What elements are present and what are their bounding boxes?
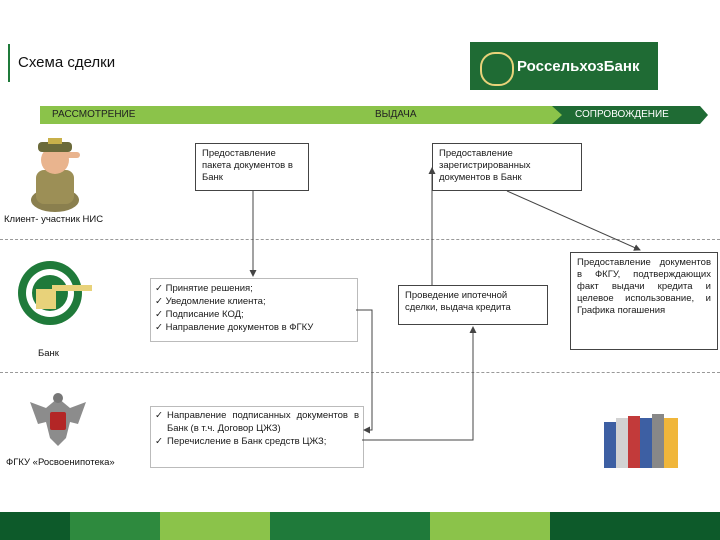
rshb-logo-icon xyxy=(18,261,92,325)
footer-stripe-5 xyxy=(430,512,550,540)
fgku-step-1: ✓Направление подписанных документов в Ба… xyxy=(155,410,359,434)
bank-step-2-text: Уведомление клиента; xyxy=(165,296,266,307)
fgku-steps-box: ✓Направление подписанных документов в Ба… xyxy=(150,406,364,468)
phase-review-label: РАССМОТРЕНИЕ xyxy=(52,109,136,120)
title-bar xyxy=(8,44,138,82)
bank-step-4-text: Направление документов в ФГКУ xyxy=(165,322,314,333)
arrow-registered-to-fgku-docs xyxy=(506,190,641,251)
footer-stripe-3 xyxy=(160,512,270,540)
fgku-step-1-text: Направление подписанных документов в Бан… xyxy=(167,410,359,434)
bank-step-4: ✓ Направление документов в ФГКУ xyxy=(155,322,314,333)
phase-arrow-review xyxy=(40,106,350,124)
bank-step-3: ✓ Подписание КОД; xyxy=(155,309,244,320)
box-registered: Предоставление зарегистрированных докуме… xyxy=(432,143,582,191)
phase-bar xyxy=(40,106,708,124)
page-title: Схема сделки xyxy=(18,54,116,71)
fgku-step-2-text: Перечисление в Банк средств ЦЖЗ; xyxy=(167,436,327,447)
bank-step-3-text: Подписание КОД; xyxy=(165,309,244,320)
phase-arrow-support xyxy=(552,106,708,124)
phase-support-label: СОПРОВОЖДЕНИЕ xyxy=(575,109,669,120)
phase-arrow-issue xyxy=(330,106,570,124)
footer-stripe-6 xyxy=(550,512,720,540)
lane-fgku-label: ФГКУ «Росвоенипотека» xyxy=(6,457,115,468)
bank-step-2: ✓ Уведомление клиента; xyxy=(155,296,266,307)
arrow-bank-to-fgku xyxy=(356,309,373,434)
phase-issue-label: ВЫДАЧА xyxy=(375,109,417,120)
footer-stripe-2 xyxy=(70,512,160,540)
box-mortgage: Проведение ипотечной сделки, выдача кред… xyxy=(398,285,548,325)
lane-separator-client xyxy=(0,239,720,240)
footer-stripe-1 xyxy=(0,512,70,540)
lane-separator-bank xyxy=(0,372,720,373)
box-fgku-docs: Предоставление документов в ФКГУ, подтве… xyxy=(570,252,718,350)
bank-step-1: ✓ Принятие решения; xyxy=(155,283,253,294)
footer-stripe-4 xyxy=(270,512,430,540)
box-package: Предоставление пакета документов в Банк xyxy=(195,143,309,191)
binders-icon xyxy=(604,414,678,468)
fgku-step-2: ✓Перечисление в Банк средств ЦЖЗ; xyxy=(151,435,363,448)
arrow-fgku-to-mortgage xyxy=(362,326,477,441)
bank-step-1-text: Принятие решения; xyxy=(165,283,253,294)
eagle-emblem-icon xyxy=(30,393,86,446)
soldier-figure-icon xyxy=(31,138,80,212)
bank-logo-text: РоссельхозБанк xyxy=(517,58,640,75)
lane-bank-label: Банк xyxy=(38,348,59,359)
bank-logo-emblem xyxy=(480,52,514,86)
lane-client-label: Клиент- участник НИС xyxy=(4,214,104,225)
